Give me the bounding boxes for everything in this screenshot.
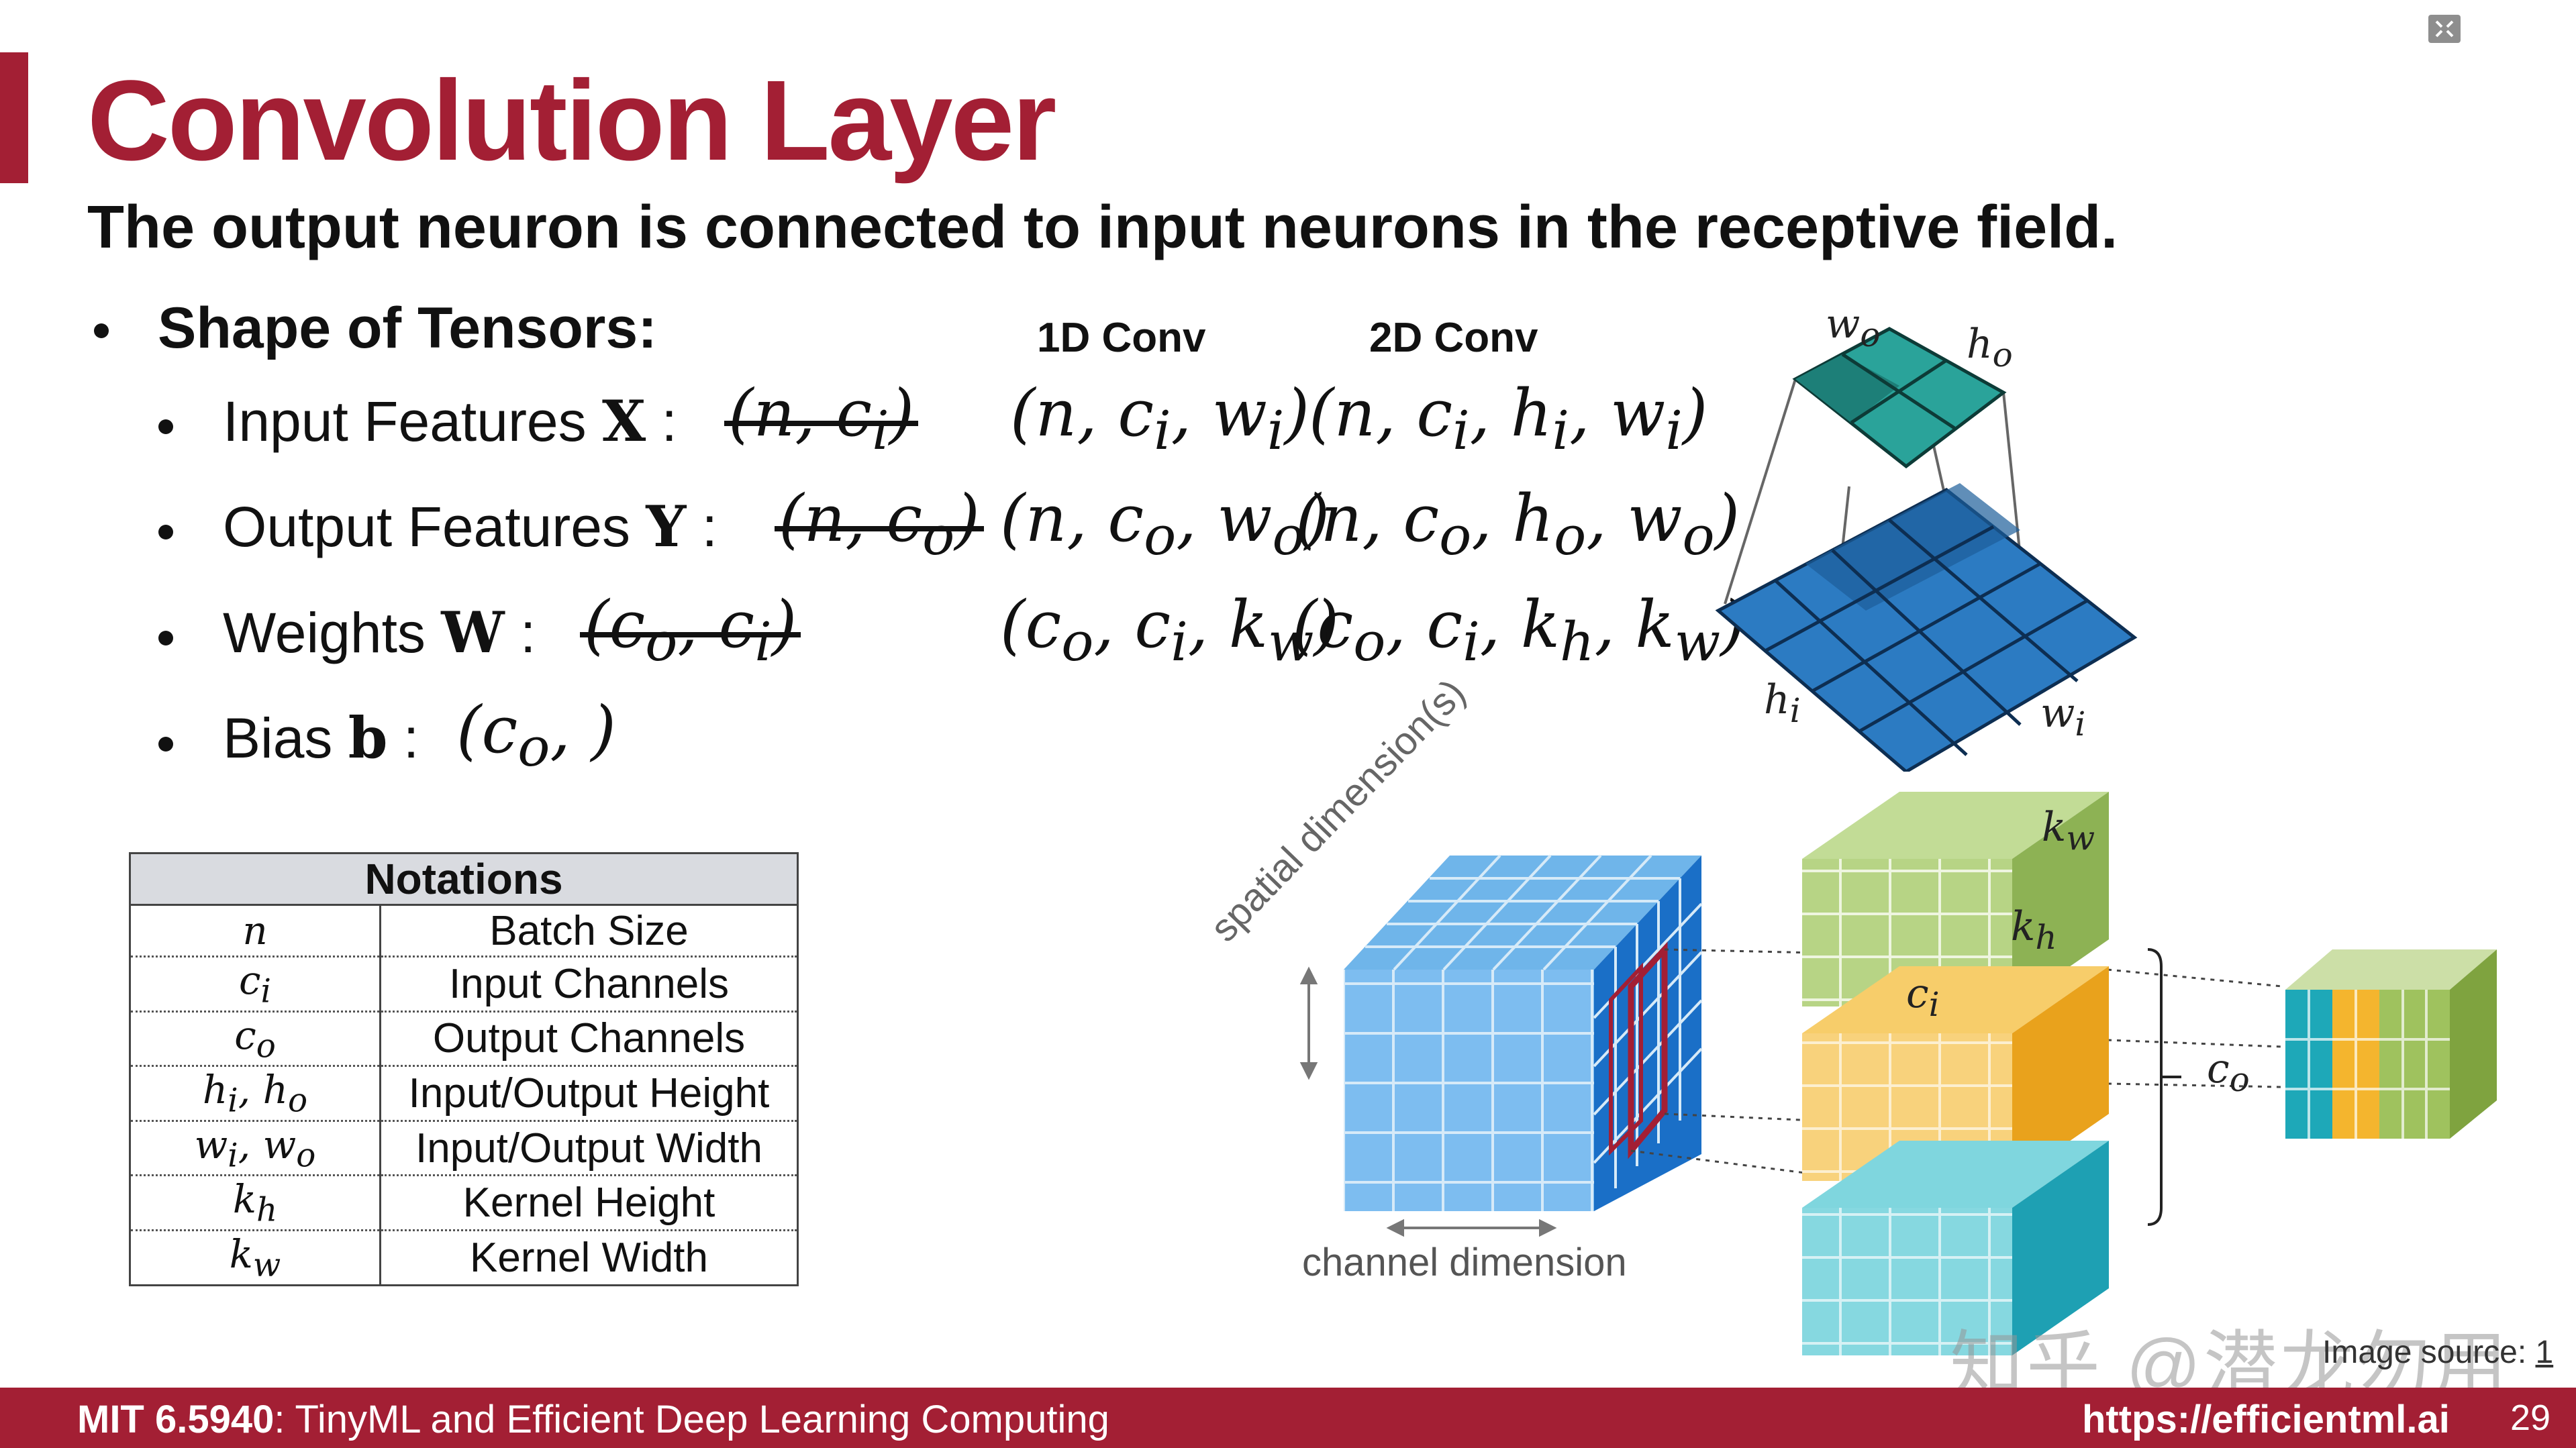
bullet — [158, 631, 173, 645]
item-label-input: Input Features X : — [223, 388, 677, 454]
label-k-h: kh — [2011, 903, 2057, 957]
table-cell: Input Channels — [379, 956, 799, 1013]
shapes-heading: Shape of Tensors: — [158, 296, 657, 360]
table-cell: Batch Size — [379, 904, 799, 958]
image-source: Image source: 1 — [2322, 1335, 2554, 1370]
page-title: Convolution Layer — [87, 57, 1056, 185]
image-source-link[interactable]: 1 — [2535, 1335, 2554, 1370]
label-c-i: ci — [1906, 970, 1940, 1024]
item-label-bias: Bias b : — [223, 705, 419, 771]
bullet — [94, 323, 109, 338]
label-k-w: kw — [2042, 804, 2095, 858]
item-label-output: Output Features Y : — [223, 493, 717, 560]
receptive-field-diagram — [1715, 327, 2138, 772]
conv-tensor-diagram — [1299, 792, 2497, 1355]
table-cell: Kernel Height — [379, 1175, 799, 1231]
struck-shape-weights: (co, ci) — [579, 587, 801, 674]
subtitle: The output neuron is connected to input … — [87, 194, 2118, 261]
label-c-o: co — [2207, 1045, 2250, 1099]
table-cell: Input/Output Width — [379, 1121, 799, 1177]
conv2d-shape-output: (n, co, ho, wo) — [1295, 481, 1740, 568]
bullet — [158, 419, 173, 434]
footer-bar: MIT 6.5940: TinyML and Efficient Deep Le… — [0, 1388, 2576, 1448]
label-h-o: ho — [1967, 321, 2013, 374]
footer-course: MIT 6.5940: TinyML and Efficient Deep Le… — [77, 1398, 1109, 1441]
struck-shape-input: (n, ci) — [724, 376, 919, 462]
conv2d-shape-weights: (co, ci, kh, kw) — [1292, 587, 1746, 674]
fullscreen-icon[interactable] — [2428, 15, 2461, 43]
item-label-weights: Weights W : — [223, 599, 536, 666]
bias-shape: (co, ) — [456, 692, 616, 779]
label-w-i: wi — [2040, 690, 2086, 743]
col-header-2d: 2D Conv — [1369, 315, 1538, 361]
notations-header: Notations — [129, 852, 799, 906]
table-cell: Kernel Width — [379, 1230, 799, 1286]
struck-shape-output: (n, co) — [775, 481, 984, 568]
bullet — [158, 525, 173, 539]
footer-url-link[interactable]: https://efficientml.ai — [2082, 1398, 2450, 1441]
page-number: 29 — [2510, 1398, 2551, 1438]
bullet — [158, 737, 173, 752]
label-h-i: hi — [1764, 676, 1801, 730]
accent-bar — [0, 52, 28, 183]
conv2d-shape-input: (n, ci, hi, wi) — [1309, 376, 1708, 462]
table-cell: Input/Output Height — [379, 1066, 799, 1122]
conv1d-shape-weights: (co, ci, kw) — [1000, 587, 1339, 674]
channel-dimension-label: channel dimension — [1302, 1241, 1627, 1284]
table-cell: Output Channels — [379, 1011, 799, 1068]
conv1d-shape-input: (n, ci, wi) — [1010, 376, 1309, 462]
col-header-1d: 1D Conv — [1037, 315, 1206, 361]
label-w-o: wo — [1826, 301, 1881, 354]
conv1d-shape-output: (n, co, wo) — [1000, 481, 1330, 568]
